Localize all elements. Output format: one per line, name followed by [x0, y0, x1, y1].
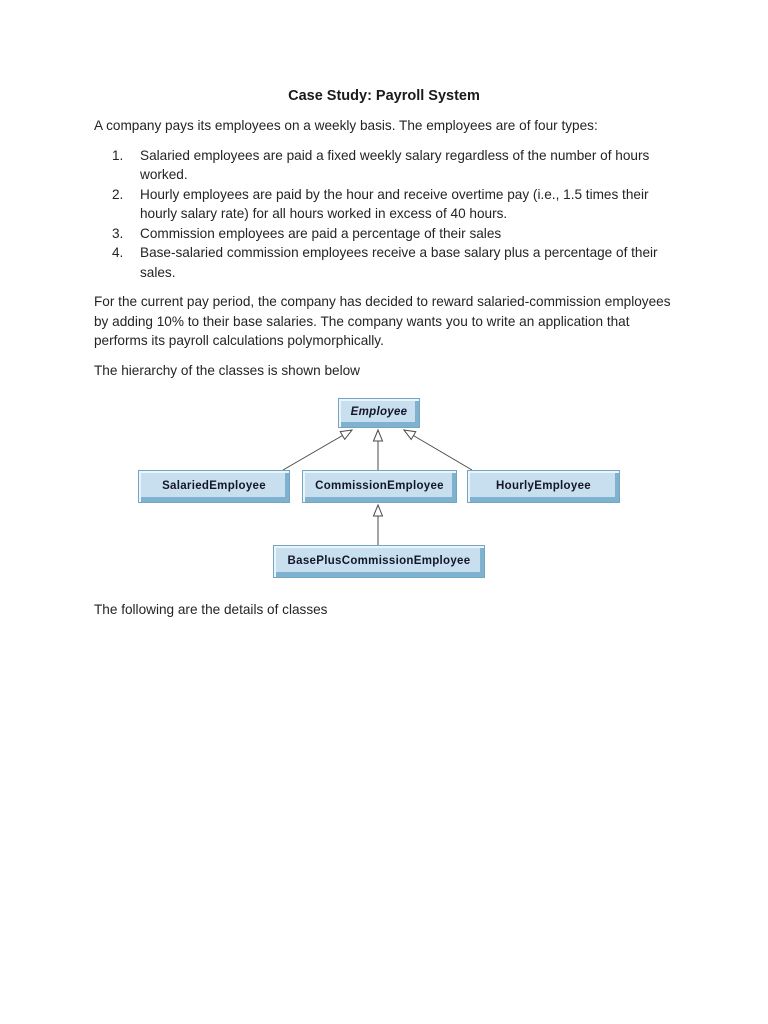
page-title: Case Study: Payroll System: [288, 88, 480, 104]
arrow-salaried-to-employee: [282, 429, 354, 471]
class-box-employee: Employee: [338, 398, 420, 428]
reward-paragraph: For the current pay period, the company …: [94, 294, 671, 348]
list-item: 3. Commission employees are paid a perce…: [112, 224, 674, 244]
intro-paragraph: A company pays its employees on a weekly…: [94, 118, 598, 133]
list-item-number: 3.: [112, 225, 124, 241]
list-item-text: Salaried employees are paid a fixed week…: [140, 147, 650, 183]
employee-types-list: 1. Salaried employees are paid a fixed w…: [94, 146, 674, 283]
class-box-salaried-employee: SalariedEmployee: [138, 470, 290, 503]
list-item: 4. Base-salaried commission employees re…: [112, 243, 674, 282]
list-item: 1. Salaried employees are paid a fixed w…: [112, 146, 674, 185]
list-item-number: 2.: [112, 186, 124, 202]
arrow-hourly-to-employee: [402, 429, 473, 471]
hierarchy-intro-paragraph: The hierarchy of the classes is shown be…: [94, 362, 360, 378]
class-box-baseplus-commission-employee: BasePlusCommissionEmployee: [273, 545, 485, 578]
class-box-commission-employee: CommissionEmployee: [302, 470, 457, 503]
class-hierarchy-diagram: Employee SalariedEmployee CommissionEmpl…: [0, 390, 768, 586]
details-intro-paragraph: The following are the details of classes: [94, 602, 328, 617]
list-item: 2. Hourly employees are paid by the hour…: [112, 185, 674, 224]
list-item-number: 1.: [112, 147, 124, 163]
list-item-text: Commission employees are paid a percenta…: [140, 225, 502, 241]
list-item-text: Base-salaried commission employees recei…: [140, 245, 658, 280]
class-box-hourly-employee: HourlyEmployee: [467, 470, 620, 503]
list-item-text: Hourly employees are paid by the hour an…: [140, 186, 649, 222]
inheritance-arrows: [282, 428, 473, 545]
list-item-number: 4.: [112, 245, 124, 260]
